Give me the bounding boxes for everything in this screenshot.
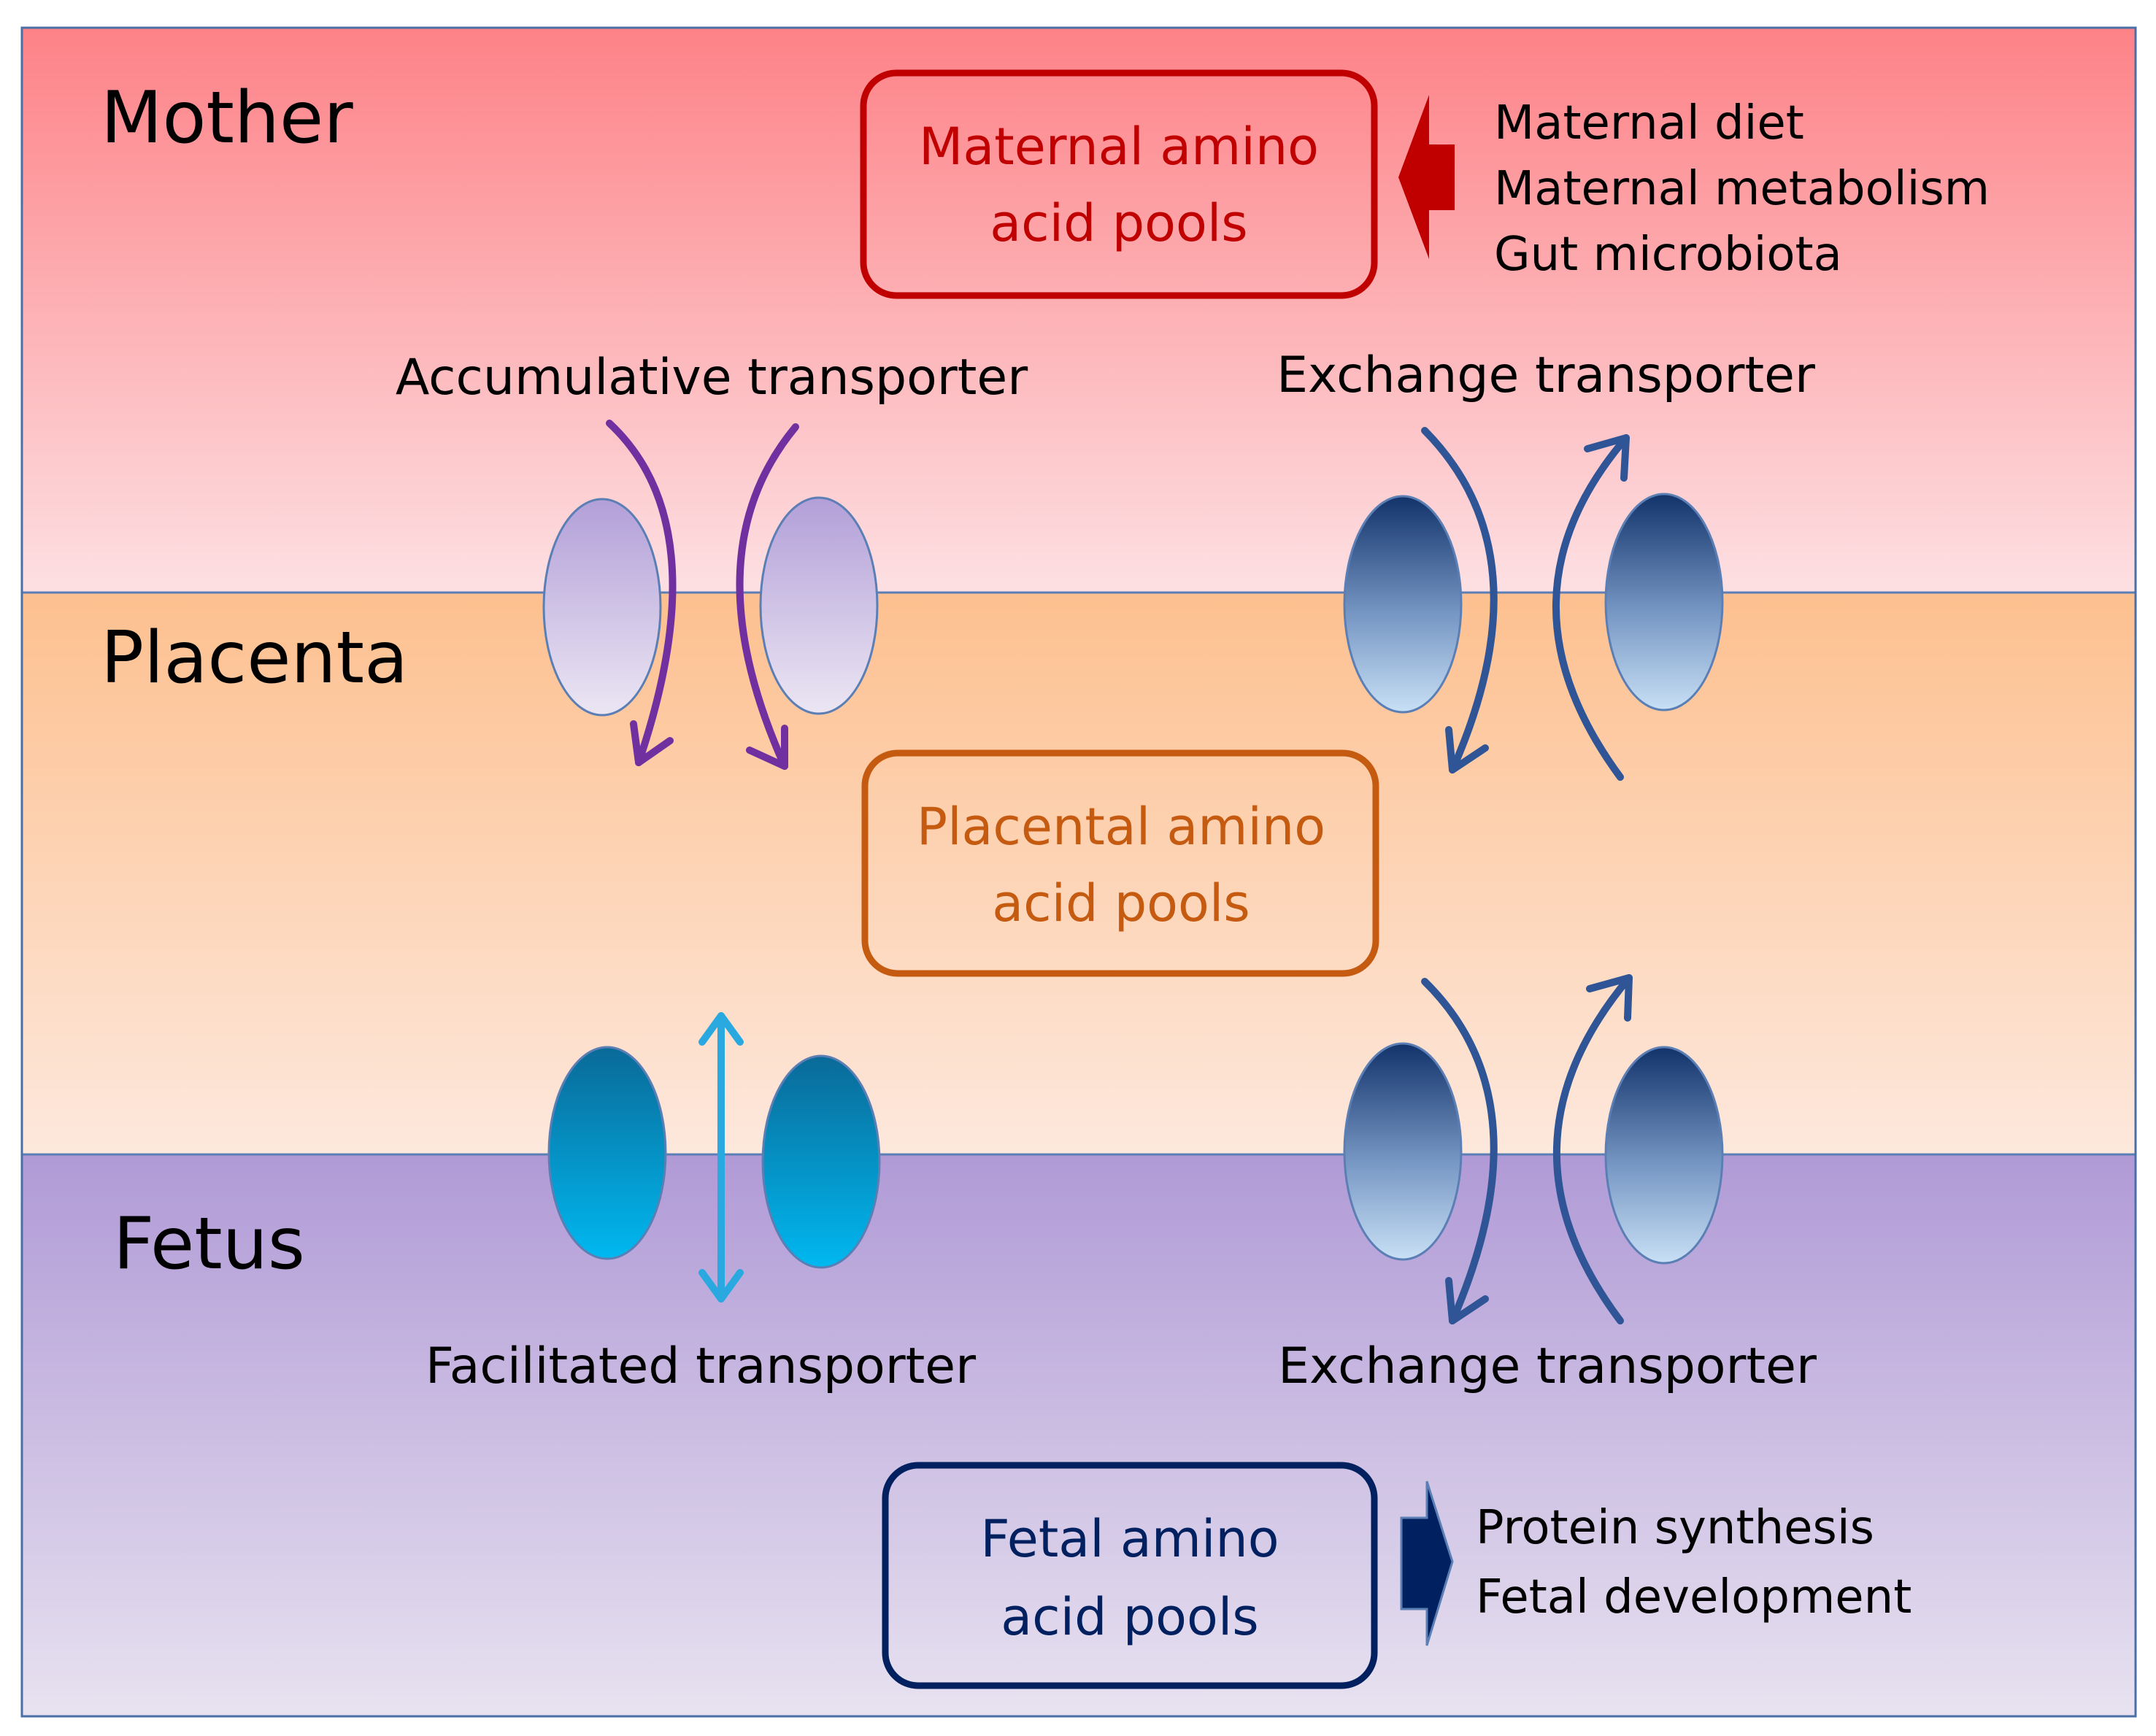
placental-pool-line2: acid pools [992,873,1250,933]
facilitated-transporter-right [761,1054,881,1269]
exchange-transporter-bottom-label: Exchange transporter [1278,1338,1817,1395]
exchange-transporter-top-left [1343,495,1463,714]
exchange-bottom-arrow-up-head [1586,974,1633,1022]
mother-layer [22,28,2136,593]
accumulative-arrow-right-head [746,725,788,770]
fetal-pool-line2: acid pools [1001,1587,1259,1647]
facilitated-arrow-head-up [698,1012,744,1046]
fetus-layer [22,1154,2136,1716]
exchange-bottom-arrow-up [1553,974,1633,1324]
accumulative-arrow-left-head [630,720,674,766]
maternal-pool-line2: acid pools [990,193,1248,253]
accumulative-transporter-right [759,496,879,715]
maternal-input-3: Gut microbiota [1494,228,1842,282]
exchange-transporter-top-label: Exchange transporter [1277,347,1815,404]
accumulative-transporter-left [542,498,662,717]
facilitated-transporter-left [547,1046,667,1260]
maternal-input-arrow [1398,95,1455,259]
mother-label: Mother [101,77,353,160]
exchange-top-arrow-down [1421,427,1498,774]
exchange-top-arrow-up-head [1584,434,1630,482]
accumulative-arrow-left [606,420,677,766]
diagram-frame [20,26,2137,1718]
exchange-top-arrow-down-head [1445,726,1489,774]
maternal-pool-box [860,69,1378,299]
facilitated-transporter-label: Facilitated transporter [426,1338,976,1395]
fetal-pool-box [882,1462,1378,1689]
exchange-transporter-bottom-right [1604,1046,1724,1265]
placental-pool-line1: Placental amino [917,797,1325,857]
maternal-input-2: Maternal metabolism [1494,162,1990,216]
accumulative-arrow-right [736,423,799,770]
placental-pool-box [861,749,1379,977]
exchange-transporter-bottom-left [1343,1042,1463,1261]
facilitated-arrow-head-down [698,1269,744,1303]
fetal-output-1: Protein synthesis [1476,1501,1874,1555]
exchange-bottom-arrow-down-head [1445,1277,1489,1324]
exchange-top-arrow-up [1552,434,1630,781]
maternal-input-1: Maternal diet [1494,96,1804,150]
accumulative-transporter-label: Accumulative transporter [396,349,1028,406]
fetal-pool-line1: Fetal amino [980,1509,1279,1569]
placenta-layer [22,593,2136,1154]
exchange-transporter-top-right [1604,493,1724,711]
fetus-label: Fetus [113,1203,305,1286]
exchange-bottom-arrow-down [1421,978,1498,1324]
fetal-output-arrow-shape [1400,1481,1454,1646]
maternal-pool-line1: Maternal amino [919,117,1319,177]
placenta-label: Placenta [101,617,408,700]
fetal-output-2: Fetal development [1476,1570,1911,1624]
